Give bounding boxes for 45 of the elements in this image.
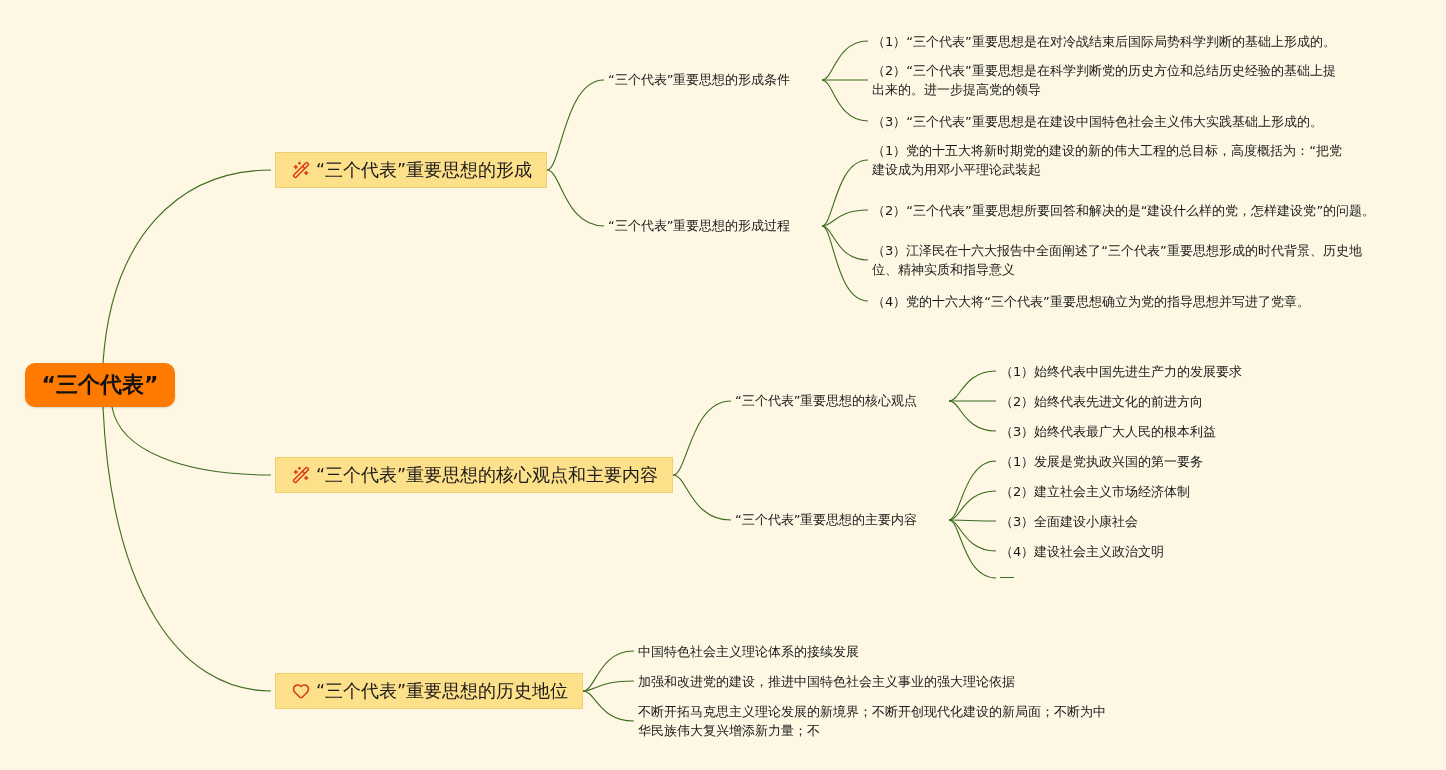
leaf-text: （4）党的十六大将“三个代表”重要思想确立为党的指导思想并写进了党章。 xyxy=(872,292,1311,311)
subtopic-label: “三个代表”重要思想的核心观点 xyxy=(735,392,919,410)
leaf-text: （3）“三个代表”重要思想是在建设中国特色社会主义伟大实践基础上形成的。 xyxy=(872,112,1324,131)
branch-line xyxy=(948,400,997,402)
branch-line xyxy=(948,519,997,522)
branch-line xyxy=(948,460,997,521)
subtopic-label: “三个代表”重要思想的主要内容 xyxy=(735,511,919,529)
subtopic-label: “三个代表”重要思想的形成条件 xyxy=(608,71,792,89)
branch-line xyxy=(821,79,869,81)
leaf-text: （1）发展是党执政兴国的第一要务 xyxy=(1000,452,1205,471)
branch-line xyxy=(582,680,635,692)
branch-line xyxy=(821,159,869,227)
leaf-text: （1）始终代表中国先进生产力的发展要求 xyxy=(1000,362,1244,381)
topic-label: “三个代表” xyxy=(41,371,159,399)
branch-line xyxy=(672,400,732,476)
branch-line xyxy=(672,474,732,521)
subtopic-label: “三个代表”重要思想的形成过程 xyxy=(608,217,792,235)
leaf-text: 加强和改进党的建设，推进中国特色社会主义事业的强大理论依据 xyxy=(638,672,1016,691)
leaf-text: （3）全面建设小康社会 xyxy=(1000,512,1140,531)
branch-line xyxy=(102,406,272,692)
branch-line xyxy=(948,519,997,579)
branch-line xyxy=(582,690,635,722)
leaf-text: （2）“三个代表”重要思想所要回答和解决的是“建设什么样的党，怎样建设党”的问题。 xyxy=(872,201,1377,220)
branch-line xyxy=(546,79,605,171)
branch-line xyxy=(821,79,869,122)
leaf-text: （2）始终代表先进文化的前进方向 xyxy=(1000,392,1205,411)
leaf-text: 不断开拓马克思主义理论发展的新境界；不断开创现代化建设的新局面；不断为中华民族伟大复兴增添新力量；不 xyxy=(638,703,1106,740)
branch-line xyxy=(111,406,272,476)
branch-line xyxy=(821,209,869,227)
leaf-text: （2）“三个代表”重要思想是在科学判断党的历史方位和总结历史经验的基础上提出来的。进一步提高党的领导 xyxy=(872,62,1337,99)
leaf-text: （1）“三个代表”重要思想是在对冷战结束后国际局势科学判断的基础上形成的。 xyxy=(872,32,1337,51)
leaf-text: （4）建设社会主义政治文明 xyxy=(1000,542,1166,561)
branch-line xyxy=(948,400,997,432)
leaf-text: （2）建立社会主义市场经济体制 xyxy=(1000,482,1192,501)
leaf-text: （1）党的十五大将新时期党的建设的新的伟大工程的总目标，高度概括为：“把党建设成为用邓小平理论武装起 xyxy=(872,142,1343,179)
branch-line xyxy=(821,225,869,302)
branch-line xyxy=(546,169,605,227)
leaf-text: （3）江泽民在十六大报告中全面阐述了“三个代表”重要思想形成的时代背景、历史地位、精神实质和指导意义 xyxy=(872,242,1362,279)
leaf-text: 中国特色社会主义理论体系的接续发展 xyxy=(638,642,860,661)
leaf-text: （3）始终代表最广大人民的根本利益 xyxy=(1000,422,1218,441)
topic-label: “三个代表”重要思想的核心观点和主要内容 xyxy=(316,464,659,487)
branch-line xyxy=(821,225,869,261)
topic-label: “三个代表”重要思想的形成 xyxy=(316,159,533,182)
topic-label: “三个代表”重要思想的历史地位 xyxy=(316,680,569,703)
branch-line xyxy=(102,169,272,364)
